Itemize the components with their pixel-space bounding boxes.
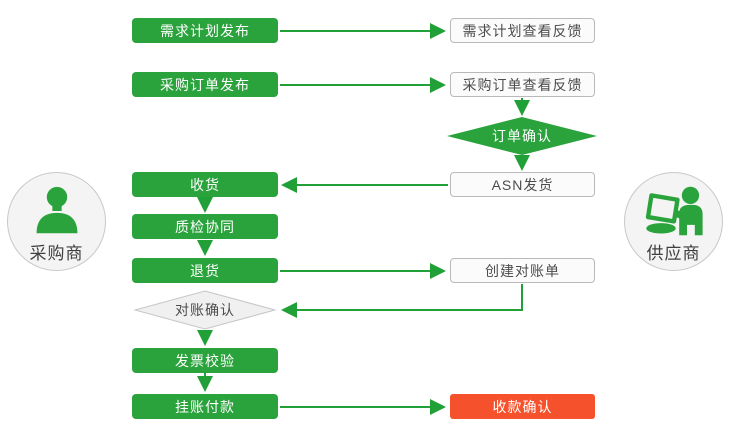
decision-reconciliation-confirm: 对账确认 bbox=[134, 290, 276, 330]
node-receive-goods: 收货 bbox=[132, 172, 278, 197]
decision-order-confirm-label: 订单确认 bbox=[492, 128, 552, 144]
node-create-statement: 创建对账单 bbox=[450, 258, 595, 283]
buyer-person-icon bbox=[29, 185, 85, 237]
supplier-avatar: 供应商 bbox=[624, 172, 723, 271]
decision-order-confirm: 订单确认 bbox=[447, 117, 597, 155]
decision-reconciliation-label: 对账确认 bbox=[175, 302, 235, 318]
node-purchase-order-view: 采购订单查看反馈 bbox=[450, 72, 595, 97]
buyer-label: 采购商 bbox=[29, 244, 84, 263]
node-payment: 挂账付款 bbox=[132, 394, 278, 419]
node-return-goods: 退货 bbox=[132, 258, 278, 283]
node-asn-ship: ASN发货 bbox=[450, 172, 595, 197]
node-purchase-order-publish: 采购订单发布 bbox=[132, 72, 278, 97]
node-invoice-verify: 发票校验 bbox=[132, 348, 278, 373]
node-demand-plan-publish: 需求计划发布 bbox=[132, 18, 278, 43]
supplier-person-laptop-icon bbox=[641, 185, 707, 237]
node-receipt-confirm: 收款确认 bbox=[450, 394, 595, 419]
node-quality-inspection: 质检协同 bbox=[132, 214, 278, 239]
buyer-avatar: 采购商 bbox=[7, 172, 106, 271]
node-demand-plan-view: 需求计划查看反馈 bbox=[450, 18, 595, 43]
supplier-label: 供应商 bbox=[646, 244, 701, 263]
arrow-statement-to-reconcile bbox=[281, 284, 523, 318]
